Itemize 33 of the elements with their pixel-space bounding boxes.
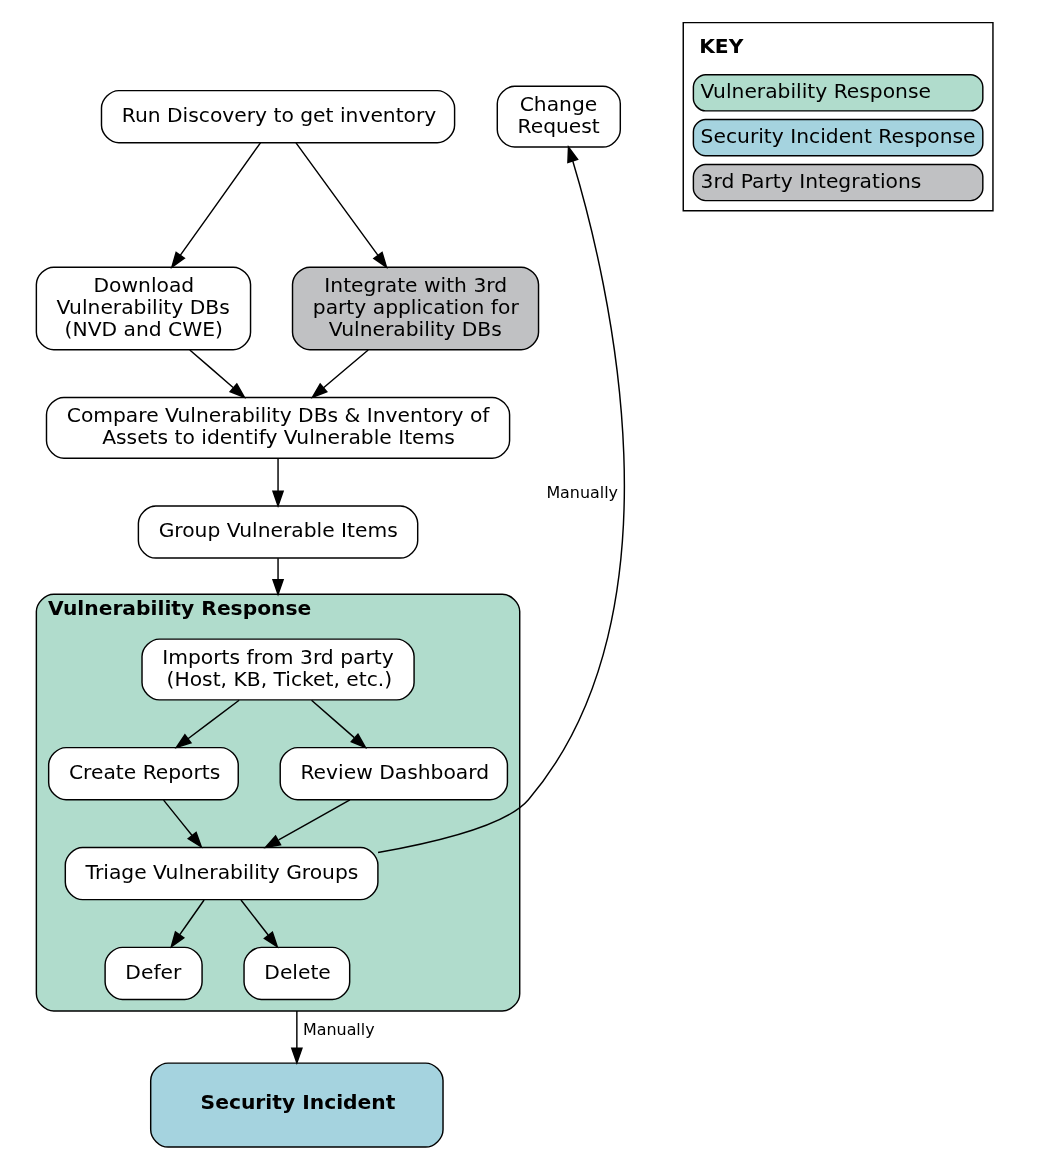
arrow	[377, 145, 625, 854]
node-box: Security Incident	[149, 1062, 444, 1148]
arrow	[189, 349, 247, 399]
node-box: Compare Vulnerability DBs & Inventory of Assets to identify Vulnerable Items	[45, 396, 511, 459]
arrow	[310, 699, 368, 749]
node-box: Delete	[243, 946, 351, 1001]
arrow	[310, 349, 369, 399]
arrow	[290, 1010, 303, 1065]
node-box: Group Vulnerable Items	[137, 505, 419, 559]
node-box: Triage Vulnerability Groups	[64, 846, 379, 901]
arrow	[162, 799, 203, 849]
legend-label: 3rd Party Integrations	[700, 168, 922, 193]
arrow	[271, 457, 285, 508]
node-box: Download Vulnerability DBs (NVD and CWE)	[35, 266, 252, 351]
edge-label: Manually	[303, 1020, 375, 1040]
arrow	[240, 899, 279, 949]
edge-label: Manually	[546, 483, 619, 503]
legend-label: Security Incident Response	[700, 124, 976, 149]
arrow	[271, 557, 285, 597]
node-box: Integrate with 3rd party application for Vulnerability DBs	[291, 266, 540, 351]
node-box: Imports from 3rd party (Host, KB, Ticket, etc.)	[141, 638, 415, 701]
arrow	[263, 799, 351, 849]
arrow	[295, 142, 388, 269]
arrow	[170, 899, 205, 949]
arrow	[174, 699, 240, 749]
node-box: Run Discovery to get inventory	[100, 89, 456, 144]
label: KEY	[699, 34, 744, 59]
node-box: Create Reports	[47, 746, 239, 801]
node-box: Defer	[104, 946, 203, 1001]
node-box: Change Request	[496, 85, 622, 148]
arrow	[170, 142, 262, 269]
node-box: Review Dashboard	[279, 746, 509, 801]
legend-label: Vulnerability Response	[700, 79, 931, 104]
